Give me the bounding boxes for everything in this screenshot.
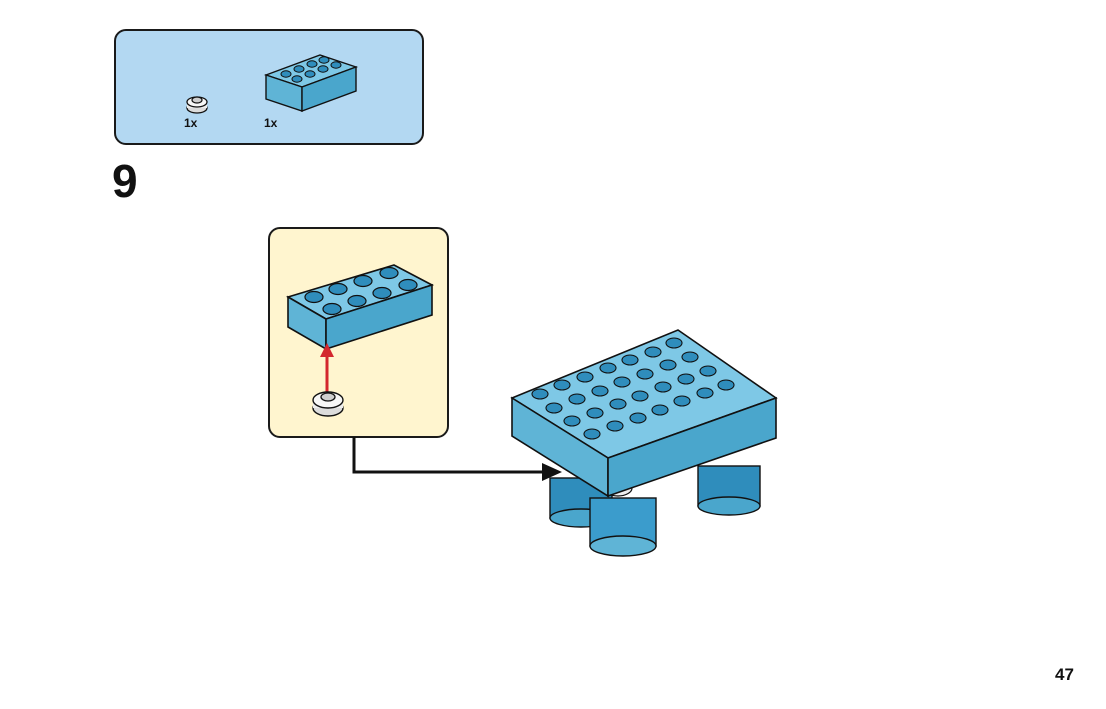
page-number: 47 (1055, 665, 1074, 684)
step-number: 9 (112, 155, 138, 207)
placement-arrow-icon (352, 437, 562, 481)
model-assembly-icon (510, 329, 778, 557)
part-quantity-brick: 1x (264, 116, 278, 130)
round-plate-icon (186, 96, 208, 114)
callout-brick-2x4-icon (286, 264, 435, 351)
brick-2x4-icon (263, 54, 359, 113)
parts-list-panel: 1x 1x (114, 29, 424, 145)
up-arrow-icon (320, 343, 334, 395)
subassembly-callout (268, 227, 449, 438)
callout-round-plate-icon (312, 391, 344, 417)
part-quantity-plate: 1x (184, 116, 198, 130)
